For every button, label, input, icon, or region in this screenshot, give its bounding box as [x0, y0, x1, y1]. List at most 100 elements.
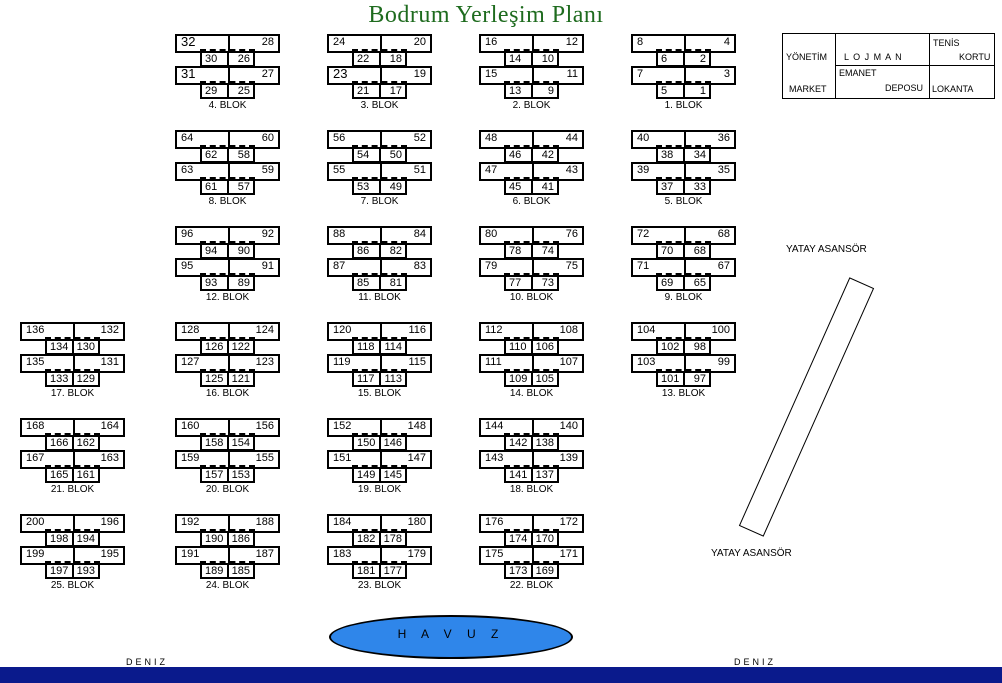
unit-number: 7 — [637, 68, 644, 80]
block-row: 151 147 149 145 — [327, 450, 432, 485]
unit-number: 47 — [485, 164, 498, 176]
unit-number: 130 — [76, 341, 95, 353]
unit-number: 18 — [389, 53, 402, 65]
block-label: 9. BLOK — [664, 292, 703, 303]
unit-number: 96 — [181, 228, 194, 240]
unit-number: 199 — [26, 548, 45, 560]
unit-number: 153 — [231, 469, 250, 481]
unit-number: 137 — [535, 469, 554, 481]
unit-number: 189 — [205, 565, 224, 577]
unit-number: 58 — [237, 149, 250, 161]
unit-number: 195 — [100, 548, 119, 560]
unit-number: 93 — [205, 277, 218, 289]
horizontal-elevator — [738, 277, 875, 537]
unit-number: 154 — [231, 437, 250, 449]
unit-number: 101 — [661, 373, 680, 385]
unit-number: 147 — [407, 452, 426, 464]
unit-number: 23 — [333, 66, 348, 81]
unit-number: 200 — [26, 516, 45, 528]
unit-number: 43 — [565, 164, 578, 176]
unit-number: 164 — [100, 420, 119, 432]
unit-number: 31 — [181, 66, 196, 81]
unit-number: 25 — [237, 85, 250, 97]
unit-number: 9 — [547, 85, 554, 97]
unit-number: 191 — [181, 548, 200, 560]
unit-number: 27 — [261, 68, 274, 80]
block-label: 24. BLOK — [205, 580, 250, 591]
unit-number: 2 — [699, 53, 706, 65]
unit-number: 184 — [333, 516, 352, 528]
unit-number: 167 — [26, 452, 45, 464]
unit-number: 119 — [333, 356, 351, 368]
unit-number: 170 — [535, 533, 554, 545]
unit-number: 149 — [357, 469, 376, 481]
unit-number: 90 — [237, 245, 250, 257]
unit-number: 67 — [717, 260, 730, 272]
unit-number: 185 — [231, 565, 250, 577]
unit-number: 145 — [383, 469, 402, 481]
unit-number: 80 — [485, 228, 498, 240]
unit-number: 102 — [661, 341, 680, 353]
unit-number: 107 — [559, 356, 578, 368]
unit-number: 98 — [693, 341, 706, 353]
unit-number: 138 — [535, 437, 554, 449]
unit-number: 89 — [237, 277, 250, 289]
unit-number: 54 — [357, 149, 370, 161]
yonetim-label: YÖNETİM — [786, 52, 828, 62]
unit-number: 141 — [509, 469, 528, 481]
unit-number: 157 — [205, 469, 224, 481]
unit-number: 151 — [333, 452, 352, 464]
block-label: 23. BLOK — [357, 580, 402, 591]
block-label: 25. BLOK — [50, 580, 95, 591]
unit-number: 86 — [357, 245, 370, 257]
unit-number: 92 — [261, 228, 274, 240]
lojman-label: L O J M A N — [844, 52, 903, 62]
block-label: 3. BLOK — [360, 100, 399, 111]
unit-number: 173 — [509, 565, 528, 577]
unit-number: 40 — [637, 132, 650, 144]
unit-number: 187 — [255, 548, 274, 560]
unit-number: 30 — [205, 53, 218, 65]
unit-number: 133 — [50, 373, 69, 385]
unit-number: 73 — [541, 277, 554, 289]
unit-number: 76 — [565, 228, 578, 240]
unit-number: 63 — [181, 164, 194, 176]
unit-number: 165 — [50, 469, 69, 481]
unit-number: 26 — [237, 53, 250, 65]
unit-number: 100 — [711, 324, 730, 336]
unit-number: 128 — [181, 324, 200, 336]
block-label: 14. BLOK — [509, 388, 554, 399]
unit-number: 1 — [699, 85, 706, 97]
unit-number: 197 — [50, 565, 69, 577]
block-label: 20. BLOK — [205, 484, 250, 495]
unit-number: 162 — [76, 437, 95, 449]
unit-number: 117 — [357, 373, 375, 385]
unit-number: 50 — [389, 149, 402, 161]
unit-number: 198 — [50, 533, 69, 545]
